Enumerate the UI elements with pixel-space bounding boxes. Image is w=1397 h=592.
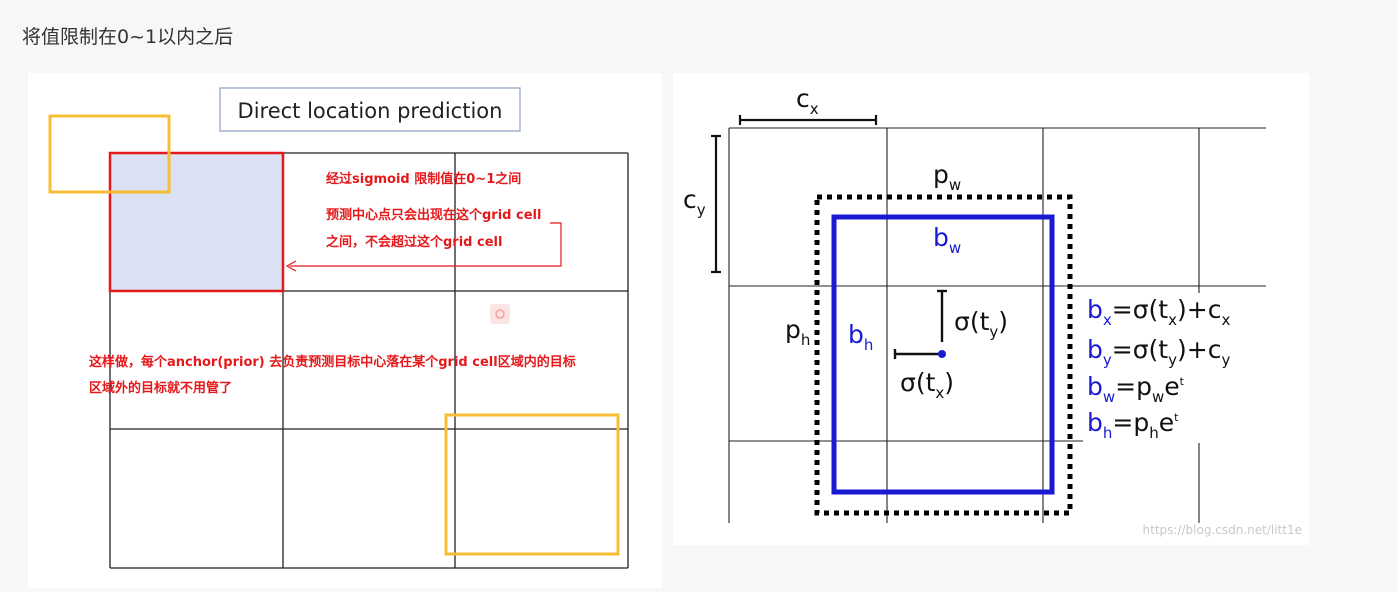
cx-label: cx <box>796 84 819 118</box>
cursor-marker <box>490 304 510 324</box>
cx-measure <box>738 115 878 125</box>
tx-offset <box>893 349 939 359</box>
note-anchor-line1: 这样做，每个anchor(prior) 去负责预测目标中心落在某个grid ce… <box>89 354 576 370</box>
pw-label: pw <box>933 160 961 194</box>
center-point <box>938 350 946 358</box>
right-diagram-svg: cx cy pw ph bw bh σ(ty) σ(tx) <box>683 84 1302 537</box>
predicted-box <box>831 214 1055 495</box>
note-center-line2: 之间，不会超过这个grid cell <box>326 234 502 250</box>
cursor-marker-dot <box>495 309 505 319</box>
page-heading: 将值限制在0~1以内之后 <box>22 26 234 48</box>
bh-label: bh <box>848 320 873 354</box>
note-center-line1: 预测中心点只会出现在这个grid cell <box>326 207 541 223</box>
cy-label: cy <box>683 185 706 219</box>
equation-bw: bw=pwet <box>1087 372 1185 406</box>
cy-measure <box>711 134 721 274</box>
sigma-tx-label: σ(tx) <box>900 368 954 402</box>
note-anchor-line2: 区域外的目标就不用管了 <box>89 380 232 396</box>
grid-cell-highlight <box>108 151 285 293</box>
ty-offset <box>937 289 947 342</box>
note-sigmoid: 经过sigmoid 限制值在0~1之间 <box>326 171 521 187</box>
prior-box <box>814 194 1073 516</box>
left-diagram-svg: Direct location prediction 经过sigmoid 限制值… <box>48 87 629 569</box>
equations: bx=σ(tx)+cx by=σ(ty)+cy bw=pwet bh=phet <box>1083 293 1273 443</box>
note-arrow <box>285 222 562 272</box>
ph-label: ph <box>785 315 810 349</box>
equation-bh: bh=phet <box>1087 408 1179 442</box>
bbox-prediction-figure: cx cy pw ph bw bh σ(ty) σ(tx) <box>673 73 1309 545</box>
highlighted-cell-fill <box>110 153 283 291</box>
equation-by: by=σ(ty)+cy <box>1087 335 1230 369</box>
direct-location-prediction-figure: Direct location prediction 经过sigmoid 限制值… <box>28 73 662 588</box>
title-box <box>219 87 521 132</box>
anchor-box-top-left <box>48 114 171 194</box>
anchor-box-bottom-right <box>444 413 620 556</box>
sigma-ty-label: σ(ty) <box>954 307 1008 341</box>
watermark: https://blog.csdn.net/litt1e <box>1143 523 1302 537</box>
diagram-title: Direct location prediction <box>238 99 503 123</box>
equations-bg <box>1083 293 1273 443</box>
equation-bx: bx=σ(tx)+cx <box>1087 295 1230 329</box>
bw-label: bw <box>933 223 961 257</box>
